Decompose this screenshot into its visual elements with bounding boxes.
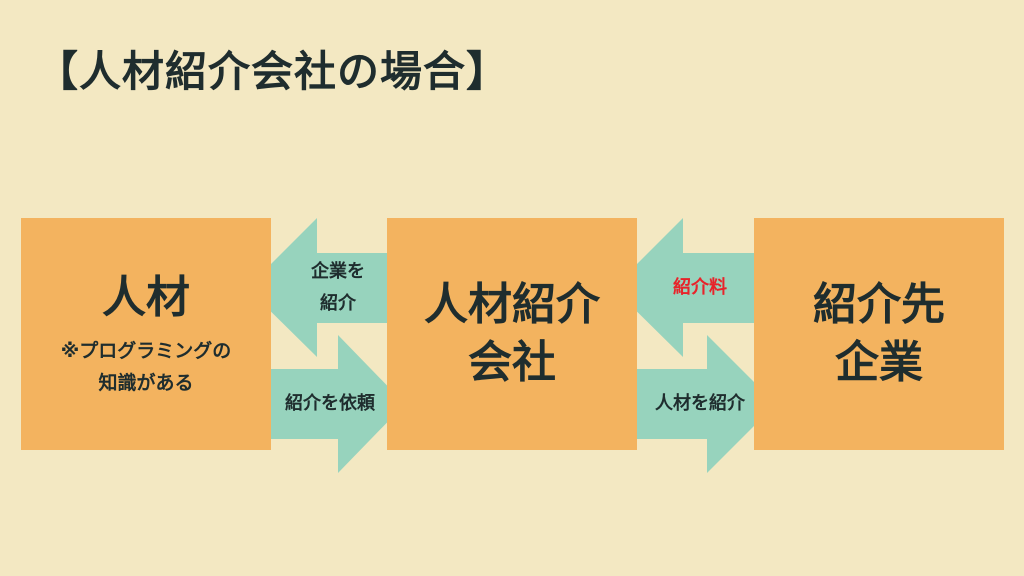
node-client-line-1: 紹介先 — [813, 279, 945, 330]
arrow-right-introduce-talent — [630, 335, 776, 473]
node-client: 紹介先 企業 — [754, 218, 1004, 450]
arrow-left-introduce-company — [247, 218, 395, 357]
edge-label-request-introduction: 紹介を依頼 — [285, 393, 375, 414]
node-agency: 人材紹介 会社 — [387, 218, 637, 450]
arrow-left-fee — [613, 218, 760, 357]
node-jinzai-label: 人材 — [102, 272, 190, 323]
edge-label-line-1: 企業を — [311, 261, 365, 282]
note-line-1: ※プログラミングの — [60, 340, 232, 362]
edge-label-fee: 紹介料 — [673, 277, 727, 298]
node-agency-line-1: 人材紹介 — [424, 279, 600, 330]
arrow-right-request-introduction — [262, 335, 405, 473]
node-client-line-2: 企業 — [835, 337, 923, 388]
page-title: 【人材紹介会社の場合】 — [36, 47, 510, 96]
edge-label-introduce-talent: 人材を紹介 — [655, 393, 745, 414]
node-agency-line-2: 会社 — [468, 337, 556, 388]
edge-label-introduce-company: 企業を 紹介 — [288, 256, 388, 320]
node-jinzai-note: ※プログラミングの 知識がある — [61, 335, 231, 399]
node-jinzai: 人材 ※プログラミングの 知識がある — [21, 218, 271, 450]
edge-label-line-2: 紹介 — [320, 293, 356, 314]
note-line-2: 知識がある — [98, 372, 194, 394]
